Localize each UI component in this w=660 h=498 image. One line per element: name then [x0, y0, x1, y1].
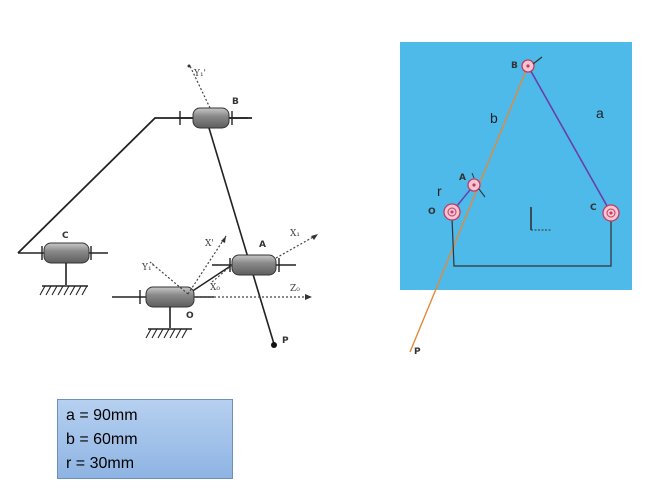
link-b — [409, 65, 529, 353]
link-c-to-b — [17, 117, 252, 254]
point-p — [271, 342, 277, 348]
joint-b — [178, 107, 248, 129]
dimension-a: a = 90mm — [66, 407, 138, 424]
axis-x1 — [275, 235, 316, 259]
dimensions-box: a = 90mm b = 60mm r = 30mm — [57, 399, 233, 479]
label-p-right: P — [414, 347, 421, 357]
pivot-c — [602, 204, 620, 222]
label-link-r: r — [437, 183, 442, 199]
diagram-background — [400, 42, 632, 290]
label-link-b: b — [490, 110, 498, 126]
label-c-right: C — [590, 203, 597, 213]
label-y1-top: Y₁' — [193, 69, 206, 79]
axis-x0 — [211, 264, 233, 283]
link-b-to-p — [208, 127, 275, 345]
dimension-b: b = 60mm — [66, 431, 138, 448]
joint-o — [112, 286, 214, 339]
axis-y1-o — [149, 261, 189, 295]
label-p: P — [282, 336, 289, 346]
dimension-r: r = 30mm — [66, 455, 135, 472]
label-b: B — [232, 97, 239, 107]
link-a — [527, 65, 612, 214]
ground-frame — [451, 217, 612, 267]
joint-c — [18, 242, 108, 296]
label-o-right: O — [428, 207, 436, 217]
label-y1-lower: Y₁' — [141, 263, 154, 273]
label-x-prime: X' — [205, 239, 214, 249]
label-link-a: a — [596, 105, 604, 121]
axis-x-prime — [187, 235, 227, 295]
label-z0: Z₀ — [290, 284, 300, 294]
label-b-right: B — [511, 61, 518, 71]
label-x1: X₁ — [290, 229, 300, 239]
label-x0: X₀ — [210, 283, 220, 293]
pivot-b — [521, 56, 543, 73]
label-c: C — [62, 231, 69, 241]
label-o: O — [186, 311, 194, 321]
linkage-planar-diagram: B A O C P a b r — [400, 42, 632, 357]
link-o-to-a — [187, 264, 233, 295]
pivot-o — [443, 203, 461, 221]
label-a: A — [259, 240, 266, 250]
mechanism-3d-diagram: B Y₁' C P A — [17, 64, 318, 348]
pivot-a — [467, 172, 486, 198]
label-a-right: A — [459, 173, 466, 183]
